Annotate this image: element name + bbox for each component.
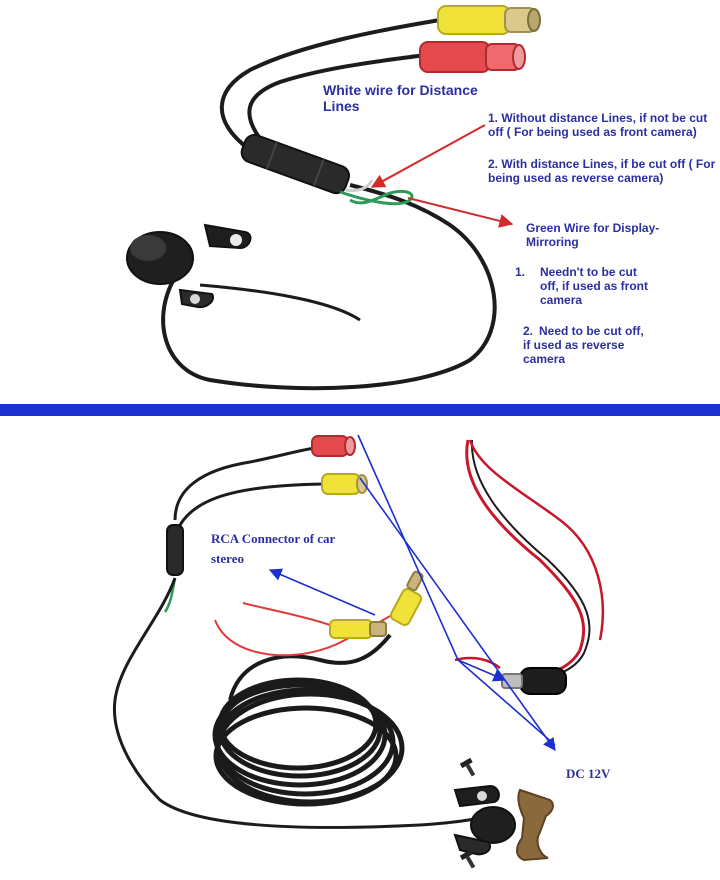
label-neednt-number: 1. (515, 265, 526, 279)
label-without-distance-lines: 1. Without distance Lines, if not be cut… (488, 111, 708, 139)
red-wire-tail (242, 602, 331, 626)
label-need-number: 2. (523, 324, 534, 338)
label-rca-connector: RCA Connector of car stereo (211, 531, 336, 567)
label-white-wire: White wire for Distance Lines (323, 82, 478, 115)
screw-top (459, 757, 476, 777)
power-cable-return (468, 439, 604, 641)
label-with-distance-lines: 2. With distance Lines, if be cut off ( … (488, 157, 716, 185)
power-cable-tail (454, 656, 501, 669)
power-cable-black (470, 439, 591, 683)
camera-body-bottom (453, 784, 516, 856)
red-arrow-white-wire (370, 124, 486, 188)
yellow-lead-wire (219, 18, 441, 152)
section-divider (0, 404, 720, 416)
label-neednt-cut: Needn't to be cut off, if used as front … (540, 265, 648, 307)
extension-yellow-rca (329, 570, 424, 639)
screw-bottom (459, 849, 476, 869)
blue-arrow-dc-plug (457, 659, 507, 682)
adhesive-pad (516, 788, 554, 862)
label-dc-12v: DC 12V (566, 766, 611, 781)
lead-wires-yellow (178, 482, 331, 526)
bottom-panel (112, 434, 604, 869)
camera-cable-lower (199, 283, 361, 322)
yellow-rca-connector (437, 5, 541, 35)
label-need-cut: Need to be cut off, if used as reverse c… (523, 324, 644, 366)
red-rca-connector-bottom (311, 435, 356, 457)
blue-arrow-dc-to-plug (457, 659, 556, 746)
label-green-wire: Green Wire for Display-Mirroring (526, 221, 660, 249)
red-arrow-green-wire (407, 197, 514, 228)
green-wire-loop (339, 189, 414, 206)
red-lead-wire (247, 53, 426, 147)
coil-leads (228, 633, 392, 701)
dc-barrel-plug (501, 667, 567, 695)
camera-cable (161, 183, 497, 391)
blue-arrow-rca-yellow (359, 477, 556, 752)
coiled-extension-cable (212, 677, 405, 807)
long-cable (112, 577, 481, 829)
splitter-housing-bottom (166, 524, 184, 576)
blue-arrow-dc-up (357, 434, 459, 661)
power-cable (465, 439, 586, 682)
red-rca-connector (419, 41, 526, 73)
camera-body (126, 223, 252, 309)
blue-arrow-rca (268, 568, 376, 616)
lead-wires (173, 445, 321, 521)
top-panel (126, 5, 541, 391)
splitter-housing (240, 133, 350, 195)
yellow-rca-connector-bottom (321, 473, 368, 495)
